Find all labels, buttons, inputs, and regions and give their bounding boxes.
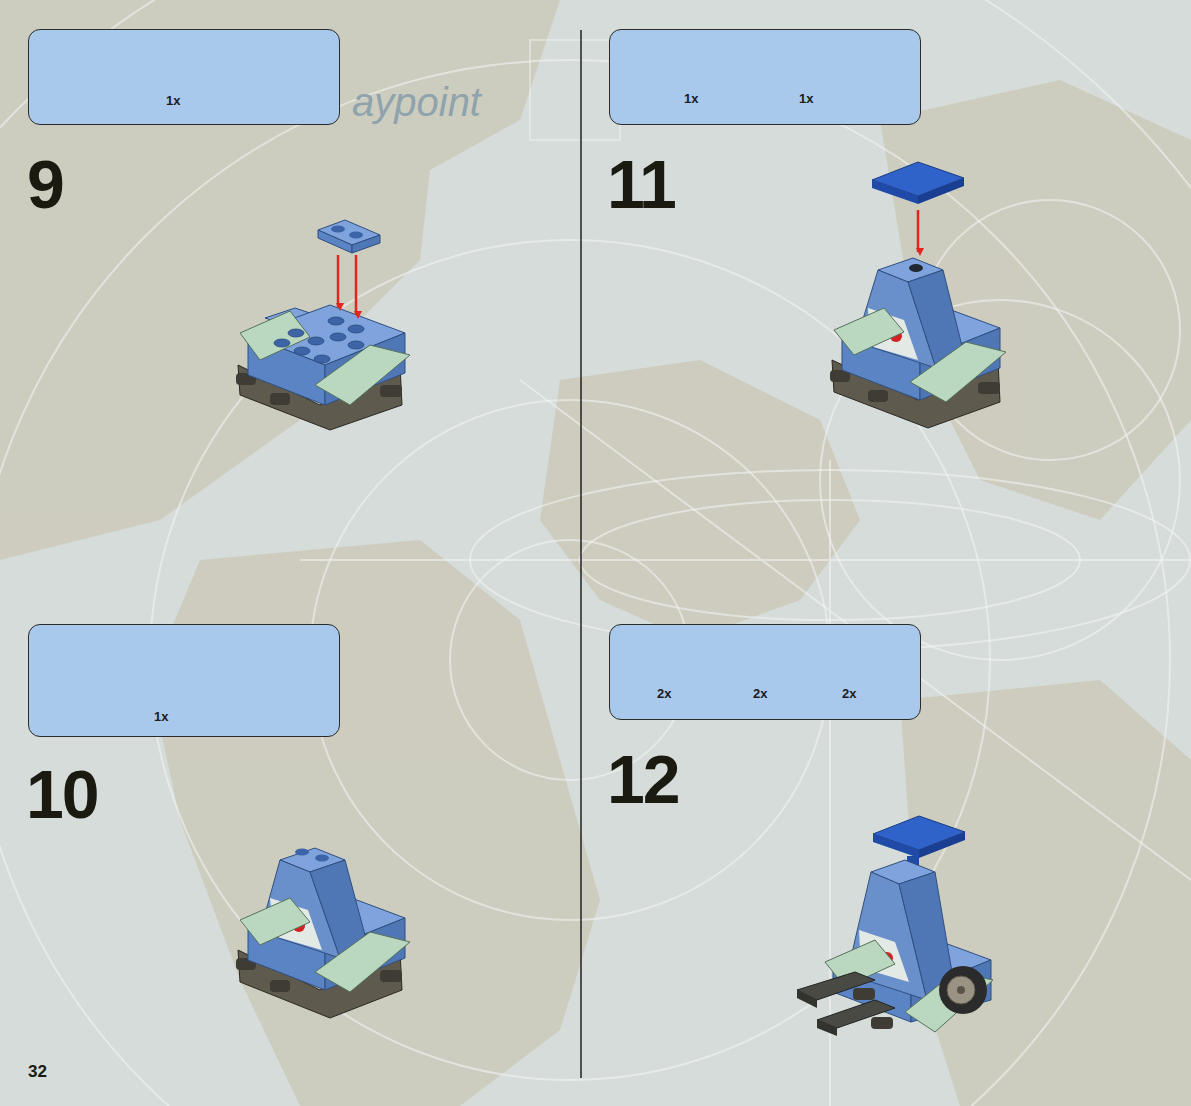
part-quantity: 1x bbox=[799, 92, 813, 105]
parts-list-box: 1x bbox=[28, 29, 340, 125]
part-quantity: 1x bbox=[166, 94, 180, 107]
parts-list-box: 1x 1x bbox=[609, 29, 921, 125]
parts-list-box: 2x 2x 2x bbox=[609, 624, 921, 720]
step-number: 10 bbox=[26, 760, 98, 828]
part-quantity: 2x bbox=[753, 687, 767, 700]
parts-list-box: 1x bbox=[28, 624, 340, 737]
part-quantity: 2x bbox=[842, 687, 856, 700]
page-number: 32 bbox=[28, 1063, 47, 1080]
part-quantity: 2x bbox=[657, 687, 671, 700]
step-number: 9 bbox=[27, 150, 63, 218]
part-quantity: 1x bbox=[154, 710, 168, 723]
step-number: 11 bbox=[607, 150, 675, 218]
step-number: 12 bbox=[607, 745, 679, 813]
watermark: aypoint bbox=[352, 82, 481, 122]
part-quantity: 1x bbox=[684, 92, 698, 105]
